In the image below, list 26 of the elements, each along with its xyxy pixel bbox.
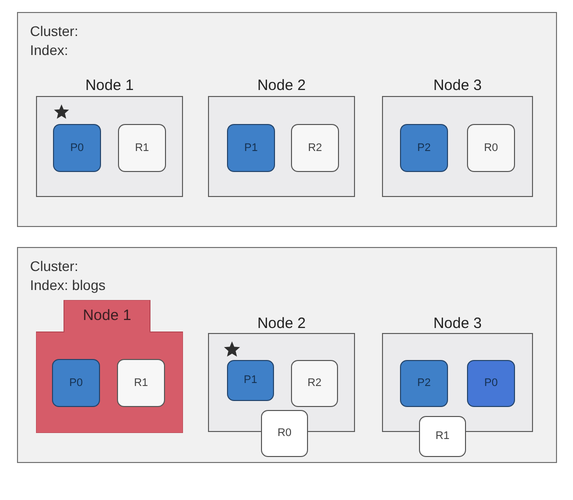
primary-shard: P0 <box>53 124 101 172</box>
index-label: Index: <box>30 41 68 60</box>
cluster-panel <box>17 247 557 463</box>
replica-shard: R0 <box>467 124 515 172</box>
node-title: Node 1 <box>82 307 132 325</box>
node-title: Node 1 <box>85 76 134 94</box>
primary-shard: P0 <box>52 359 100 407</box>
cluster-panel <box>17 12 557 227</box>
node-title: Node 2 <box>257 76 306 94</box>
primary-shard: P0 <box>467 360 515 407</box>
primary-shard: P1 <box>227 124 275 172</box>
replica-shard: R0 <box>261 410 308 457</box>
index-label: Index: blogs <box>30 276 106 295</box>
replica-shard: R2 <box>291 124 339 172</box>
primary-shard: P2 <box>400 360 448 407</box>
replica-shard: R1 <box>118 124 166 172</box>
node-title: Node 3 <box>433 315 482 333</box>
replica-shard: R1 <box>419 416 466 457</box>
replica-shard: R2 <box>291 360 338 407</box>
cluster-label: Cluster: <box>30 22 78 41</box>
node-title: Node 2 <box>257 315 306 333</box>
cluster-label: Cluster: <box>30 257 78 276</box>
replica-shard: R1 <box>117 359 165 407</box>
primary-shard: P1 <box>227 360 274 401</box>
primary-shard: P2 <box>400 124 448 172</box>
node-title: Node 3 <box>433 76 482 94</box>
